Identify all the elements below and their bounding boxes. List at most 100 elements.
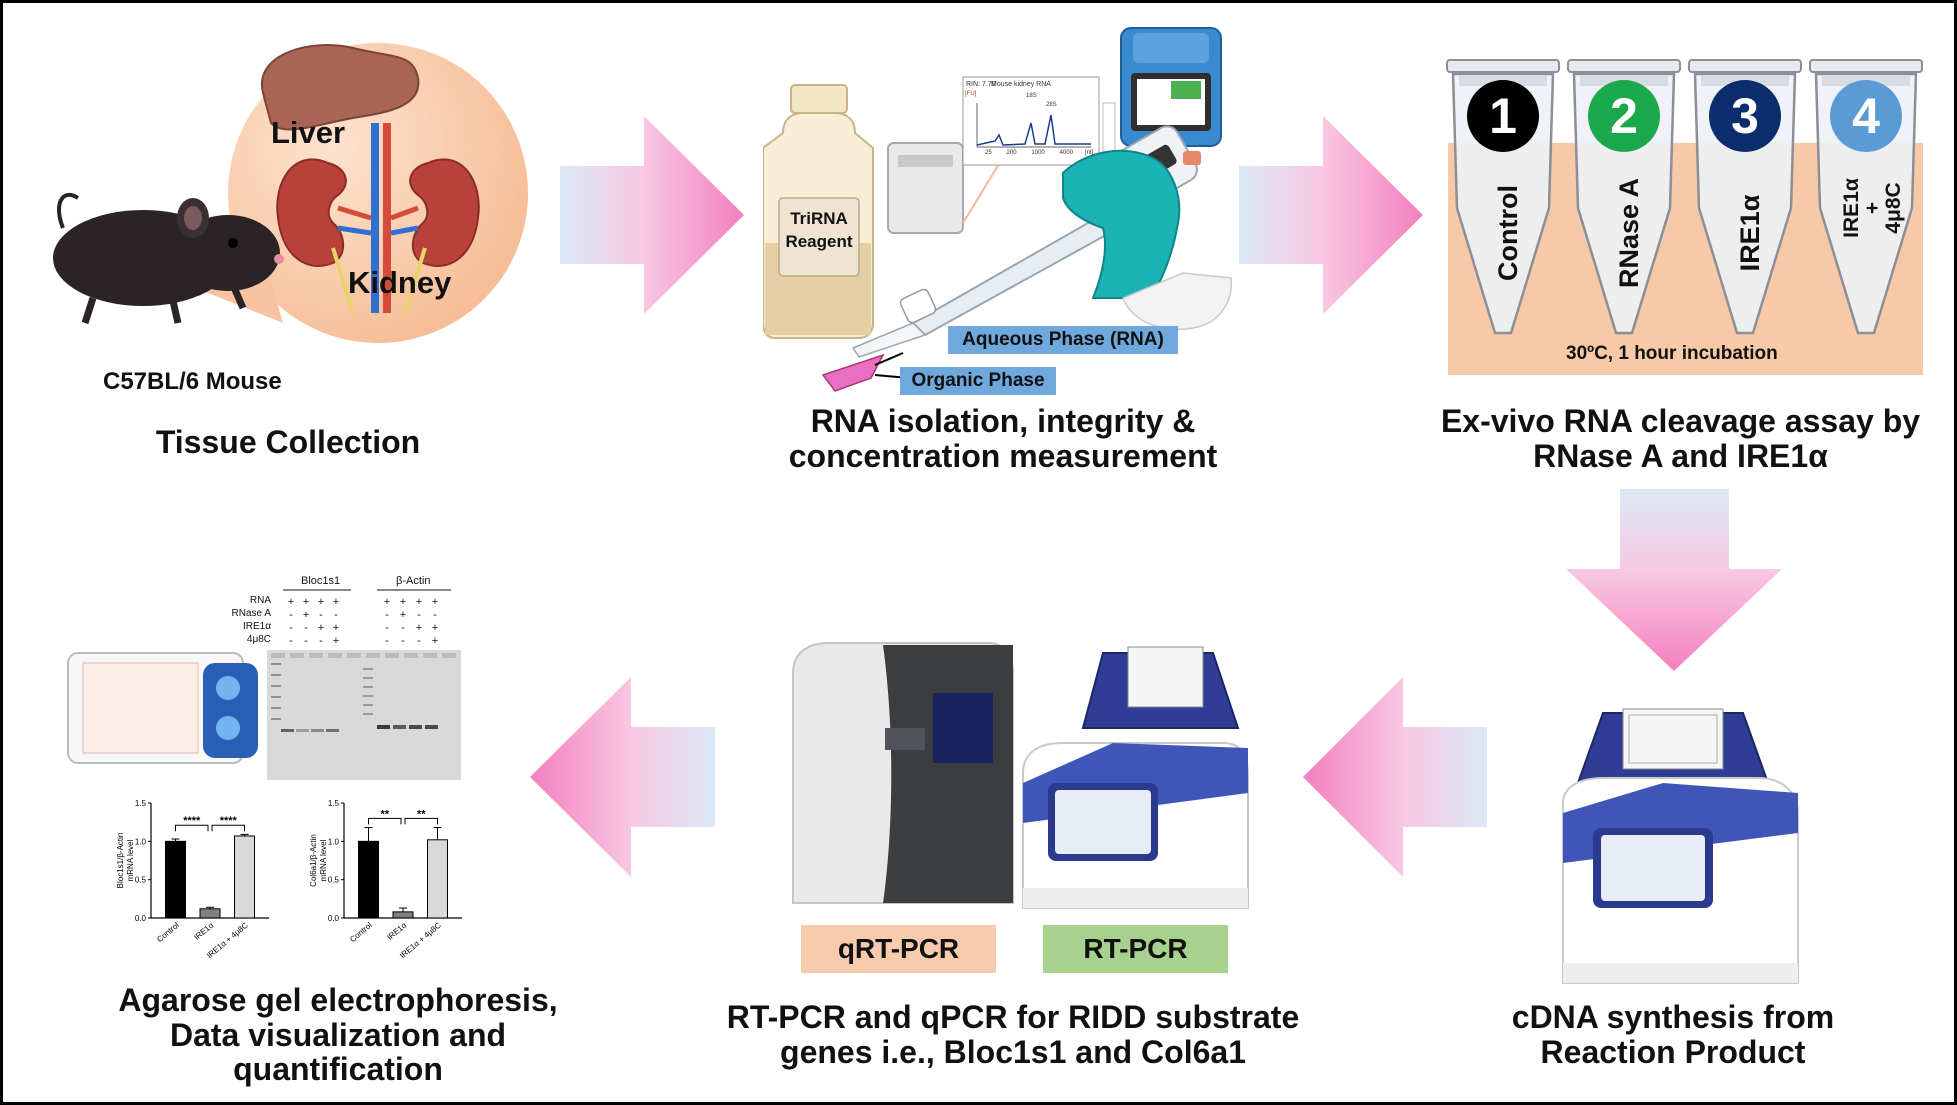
gel-panel: ++++++++--++--------++++------++ [267,589,461,780]
tube-label: RNase A [1614,178,1644,288]
x-tick-label: IRE1α [192,920,215,942]
analysis-caption-line2: Data visualization and [169,1016,507,1053]
gel-sign: - [417,609,421,621]
y-tick-label: 1.5 [328,799,340,808]
cdna-caption-line1: cDNA synthesis from [1511,999,1835,1035]
analysis-caption: Agarose gel electrophoresis, Data visual… [83,983,593,1087]
gel-group-bloc1s1: Bloc1s1 [301,575,341,587]
gel-sign: - [401,635,405,647]
thermocycler-icon-pcr [1022,646,1249,909]
bottle-label: TriRNA Reagent [779,208,859,254]
trace-rin: RIN: 7.70 [966,81,996,88]
tissue-caption: Tissue Collection [155,424,421,460]
significance-bracket [175,824,209,832]
rna-isolation-caption: RNA isolation, integrity & concentration… [763,404,1243,473]
gel-sign: + [432,596,438,608]
significance-bracket [368,817,402,825]
gel-sign: - [319,609,323,621]
analysis-caption-line1: Agarose gel electrophoresis, [118,982,558,1018]
y-tick-label: 0.5 [135,876,147,885]
cleavage-caption-line2: RNase A and IRE1α [1533,437,1828,474]
tissue-illustration [53,43,528,343]
gel-sign: - [417,635,421,647]
glove-icon [1062,149,1232,330]
gel-sign: + [400,596,406,608]
gel-sign: + [432,635,438,647]
y-axis-label: mRNA level [126,839,135,881]
spectrophotometer-icon [1120,27,1222,147]
trace-tick: 4000 [1059,150,1073,156]
trace-title: Mouse kidney RNA [991,81,1051,88]
gel-sign: + [333,635,339,647]
y-axis-label: Bloc1s1/β-Actin [116,833,125,889]
organ-label-kidney: Kidney [348,265,452,300]
bioanalyzer-icon [887,142,964,234]
tube-number-badge [1830,80,1902,152]
x-tick-label: IRE1α [385,920,408,942]
trace-tick: 25 [985,150,992,156]
x-tick-label: Control [348,920,374,944]
rna-isolation-illustration [763,27,1232,392]
gel-row-label: 4μ8C [246,634,271,645]
gel-sign: + [288,596,294,608]
gel-sign: + [416,622,422,634]
bar-2 [427,839,448,919]
rna-caption-line1: RNA isolation, integrity & [810,403,1196,439]
qrt-pcr-label: qRT-PCR [801,925,996,973]
gel-sign: + [318,596,324,608]
rna-caption-line2: concentration measurement [788,437,1218,474]
pcr-caption-line2: genes i.e., Bloc1s1 and Col6a1 [780,1033,1246,1070]
y-tick-label: 1.0 [135,837,147,846]
incubation-label: 30ºC, 1 hour incubation [1566,343,1778,364]
y-tick-label: 0.0 [135,914,147,923]
gel-sign: + [416,596,422,608]
tube-label: Control [1493,185,1523,281]
thermocycler-icon-cdna [1562,708,1799,984]
gel-sign: - [304,622,308,634]
gel-sign: - [289,635,293,647]
tube-number-badge [1709,80,1781,152]
pcr-instruments [792,642,1249,909]
rt-pcr-label: RT-PCR [1043,925,1228,973]
x-tick-label: Control [155,920,181,944]
y-tick-label: 0.0 [328,914,340,923]
flow-arrows [530,116,1782,877]
y-tick-label: 0.5 [328,876,340,885]
gel-sign: + [333,596,339,608]
kidney-icon-right [409,158,480,267]
significance-mark: ** [417,808,426,820]
gel-sign: - [289,622,293,634]
tube-number: 4 [1852,88,1880,144]
trace-tick: 200 [1006,150,1017,156]
pcr-caption-line1: RT-PCR and qPCR for RIDD substrate [726,999,1300,1035]
gel-row-label: RNase A [231,608,271,619]
phase-tube-icon [821,288,937,392]
cdna-caption-line2: Reaction Product [1540,1033,1806,1070]
gel-sign: + [333,622,339,634]
arrow-left-1 [1303,677,1487,877]
gel-sign: - [319,635,323,647]
significance-bracket [404,817,438,825]
gel-sign: - [401,622,405,634]
gel-sign: + [384,596,390,608]
qpcr-machine-icon [792,642,1014,904]
tube-number: 1 [1489,88,1517,144]
gel-sign: + [400,609,406,621]
tube-label-line: IRE1α [1840,178,1863,238]
gel-row-label: IRE1α [242,621,271,632]
gel-sign: - [334,609,338,621]
gel-sign: + [303,609,309,621]
arrow-left-2 [530,677,715,877]
organic-phase-label: Organic Phase [900,367,1056,395]
arrow-right-1 [560,116,744,314]
bar-0 [165,840,186,919]
gel-sign: - [385,609,389,621]
gel-sign: - [304,635,308,647]
gel-sign: + [432,622,438,634]
tube-number-badge [1588,80,1660,152]
significance-bracket [211,824,245,832]
